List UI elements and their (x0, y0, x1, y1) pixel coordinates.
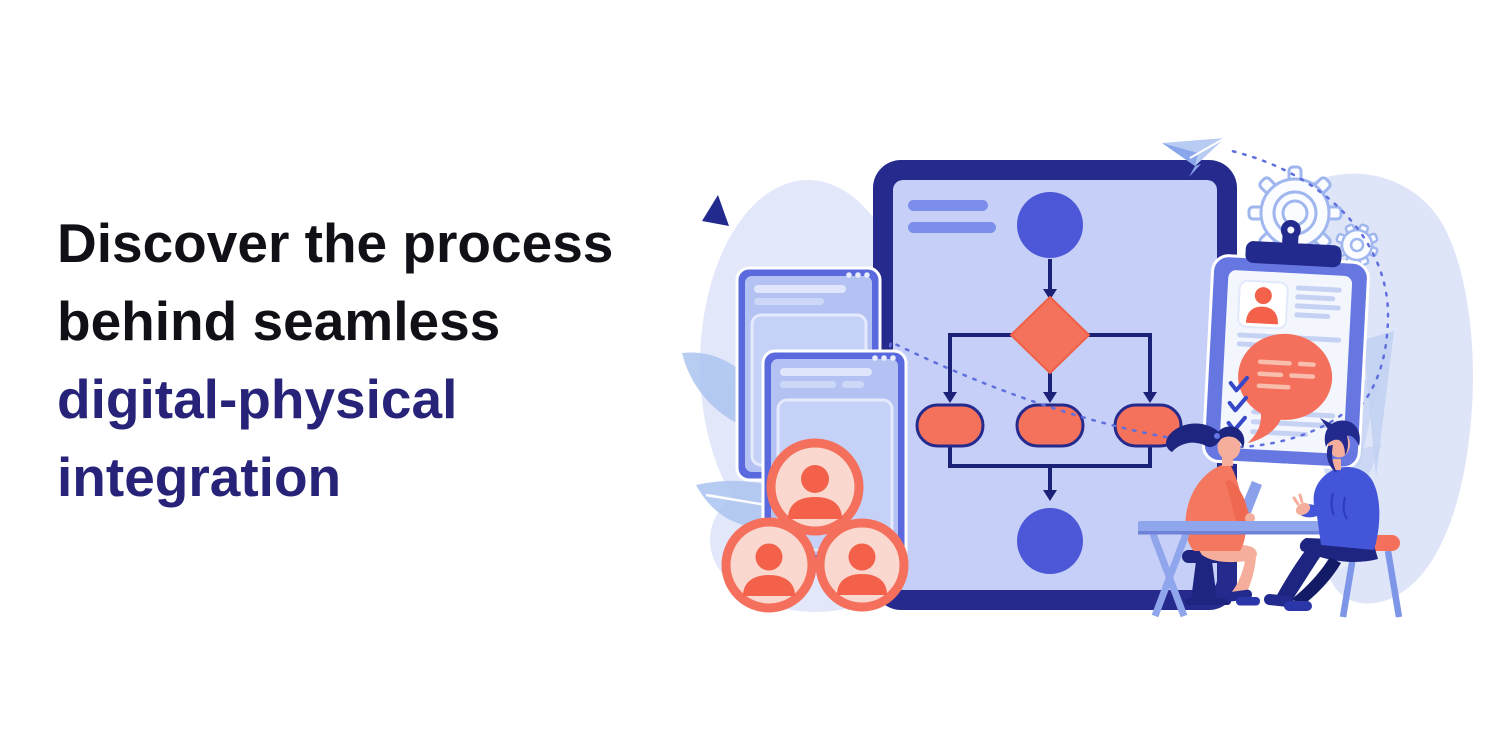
woman-hand (1245, 513, 1255, 523)
man-figure (1263, 418, 1380, 611)
user-avatars (721, 438, 909, 613)
decision-diamond (1009, 295, 1091, 375)
woman-leg (1231, 555, 1256, 598)
paper-plane-icon (1162, 137, 1226, 177)
heading-line-3: digital-physical (57, 368, 458, 430)
woman-arm (1225, 479, 1251, 523)
heading-line-4: integration (57, 446, 342, 508)
man-beard (1326, 445, 1337, 473)
window-dots (872, 355, 896, 361)
window-dots (846, 272, 870, 278)
user-icon (801, 465, 829, 493)
heading-line-1: Discover the process (57, 212, 614, 274)
tablet-device (873, 160, 1237, 610)
man-hand (1295, 502, 1311, 516)
user-avatar-3 (815, 518, 909, 612)
process-pill-1 (915, 403, 985, 448)
heading-line-2: behind seamless (57, 290, 501, 352)
dashed-orbit-overlay (1238, 411, 1346, 449)
flowchart (915, 192, 1183, 574)
man-sweater (1297, 466, 1380, 550)
desk-scene (1138, 418, 1403, 618)
woman-ponytail (1166, 423, 1221, 452)
accent-triangle (702, 195, 729, 226)
clipboard-checklist (1201, 219, 1370, 470)
process-pill-2 (1015, 403, 1085, 448)
man-shin (1292, 557, 1341, 606)
table (1138, 521, 1342, 618)
woman-hair (1215, 426, 1245, 448)
man-shoe (1284, 601, 1312, 611)
speech-bubble-icon (1238, 333, 1333, 443)
tablet-menu-lines (908, 200, 996, 233)
hair-tie (1214, 433, 1220, 439)
man-shin (1277, 547, 1320, 602)
man-hair (1324, 420, 1360, 455)
user-icon (848, 543, 876, 571)
profile-card (1237, 279, 1289, 330)
flow-arrowheads (943, 289, 1157, 501)
woman-head (1217, 434, 1241, 460)
user-avatar-1 (766, 438, 864, 536)
woman-figure (1166, 423, 1262, 606)
page-title: Discover the process behind seamless dig… (57, 204, 613, 516)
person-icon (1254, 287, 1272, 305)
clipboard-clip (1245, 241, 1342, 268)
flow-connectors (948, 259, 1152, 491)
triangle-shape (1363, 331, 1394, 477)
user-icon (755, 543, 783, 571)
sweater-folds (1330, 492, 1348, 520)
woman-shoe (1236, 597, 1260, 606)
end-node-circle (1017, 508, 1083, 574)
tablet-screen (893, 180, 1217, 590)
start-node-circle (1017, 192, 1083, 258)
process-illustration (682, 137, 1473, 618)
user-avatar-2 (721, 517, 817, 613)
man-hair-quiff (1320, 418, 1334, 429)
